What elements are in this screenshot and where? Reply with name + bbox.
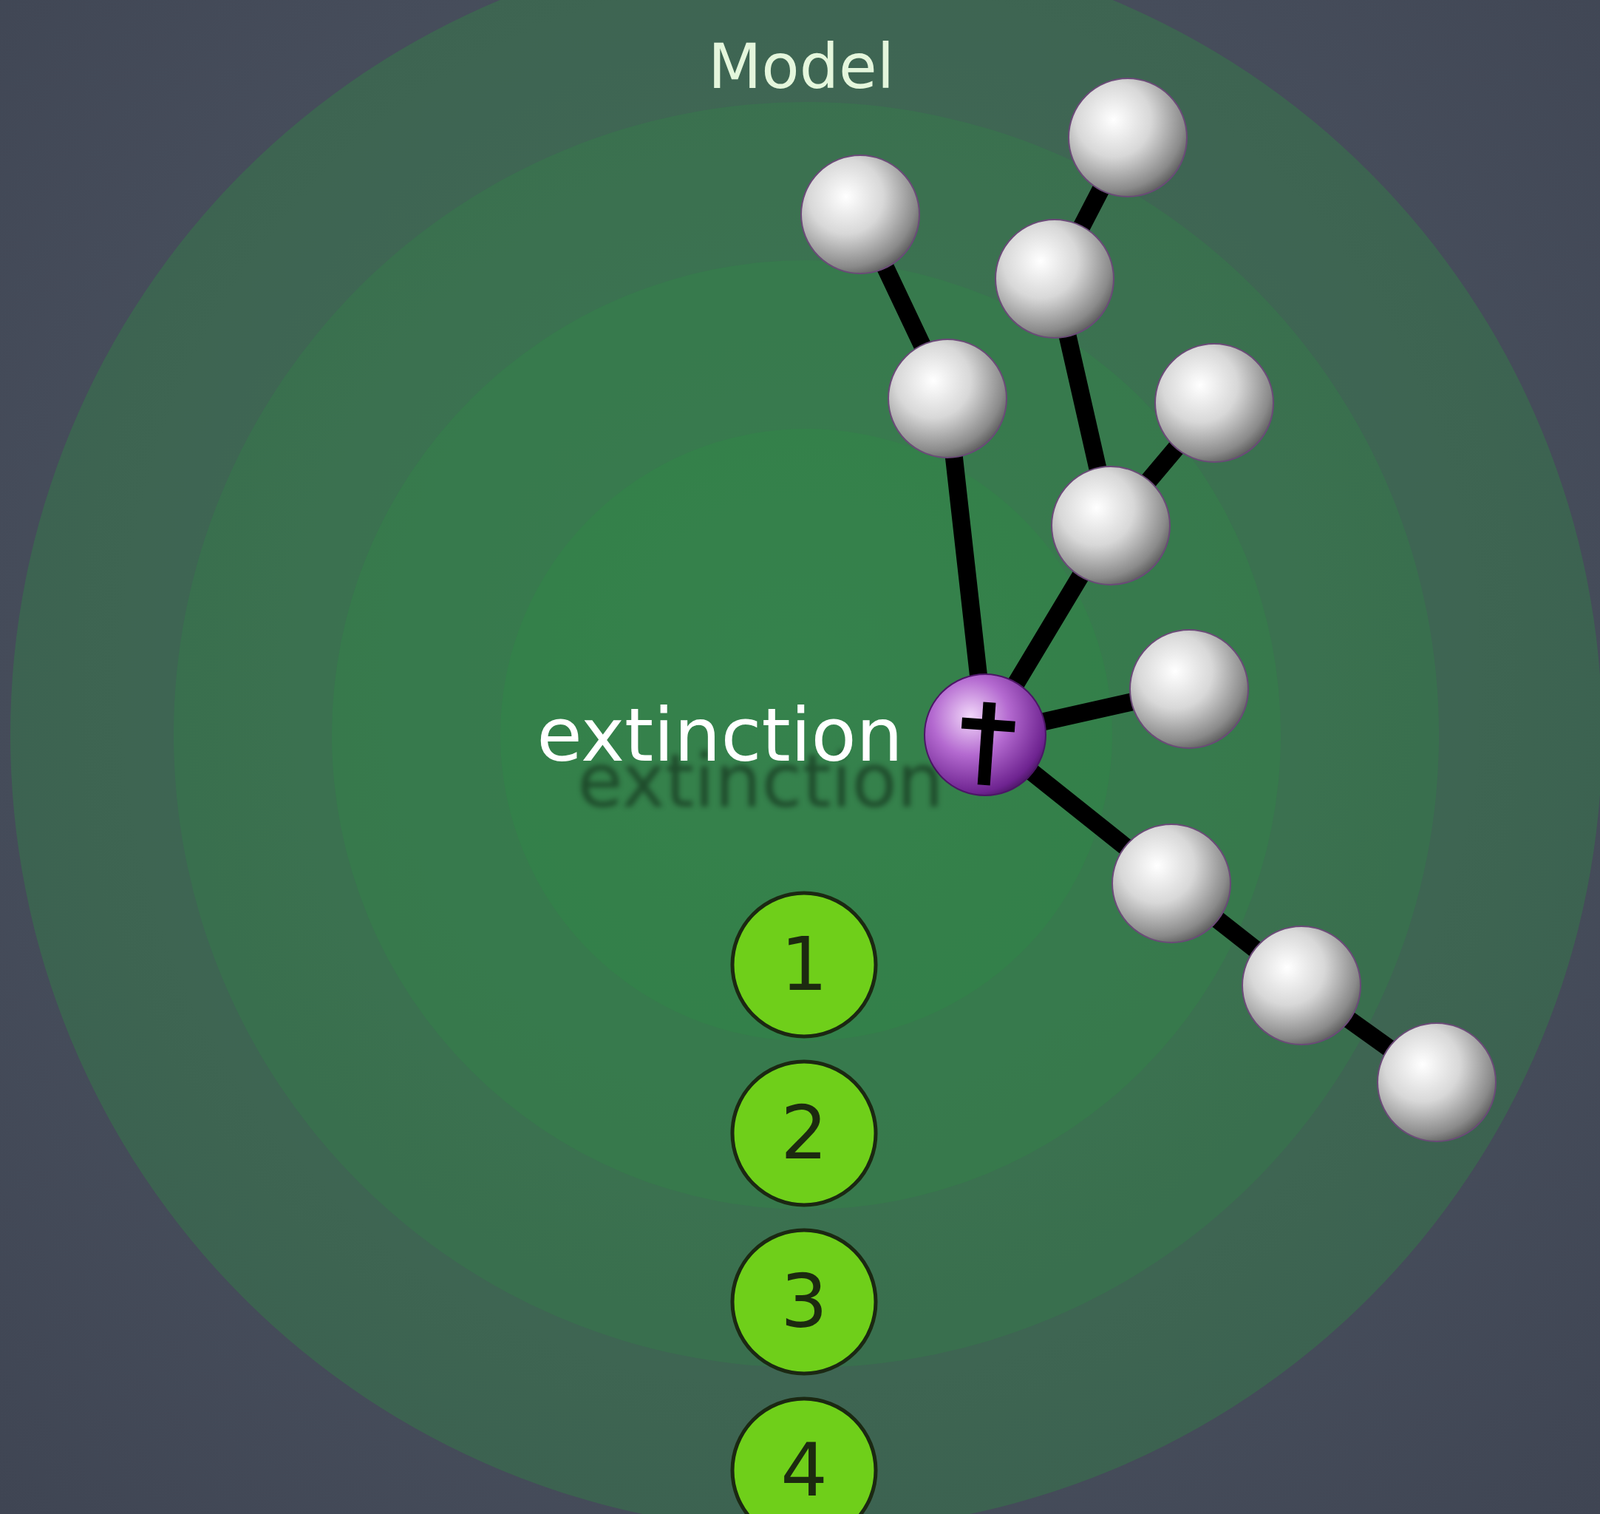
ring <box>500 428 1113 1041</box>
ball <box>995 219 1114 338</box>
concentric-rings <box>10 0 1600 1514</box>
number-circle: 1 <box>730 890 878 1039</box>
ball <box>1051 466 1170 585</box>
branch <box>860 214 986 735</box>
number-circle: 4 <box>730 1396 878 1514</box>
ring <box>173 101 1439 1368</box>
tree-branches <box>860 137 1437 1082</box>
ball <box>1129 629 1249 748</box>
callout-number: 4 <box>730 1396 878 1514</box>
tree-balls <box>801 78 1496 1142</box>
ball <box>801 155 920 274</box>
ball <box>1155 343 1274 462</box>
ball <box>1112 824 1231 943</box>
branch <box>985 137 1128 735</box>
callout-number: 1 <box>730 890 878 1039</box>
cross-stem <box>977 702 997 786</box>
cross-bar <box>961 717 1016 733</box>
label-text: extinction <box>536 691 904 779</box>
callout-number: 2 <box>730 1059 878 1207</box>
branch <box>985 734 1437 1082</box>
extinct-ball <box>924 673 1046 796</box>
ring <box>331 260 1281 1210</box>
number-circle: 3 <box>730 1227 878 1376</box>
ring <box>10 0 1600 1514</box>
number-circle: 2 <box>730 1059 878 1207</box>
cross-symbol <box>957 700 1017 788</box>
ball <box>1242 926 1361 1045</box>
callout-number: 3 <box>730 1227 878 1376</box>
ball <box>888 339 1007 458</box>
ball <box>1377 1022 1496 1142</box>
ball <box>1068 78 1187 197</box>
title: Model <box>707 30 895 103</box>
